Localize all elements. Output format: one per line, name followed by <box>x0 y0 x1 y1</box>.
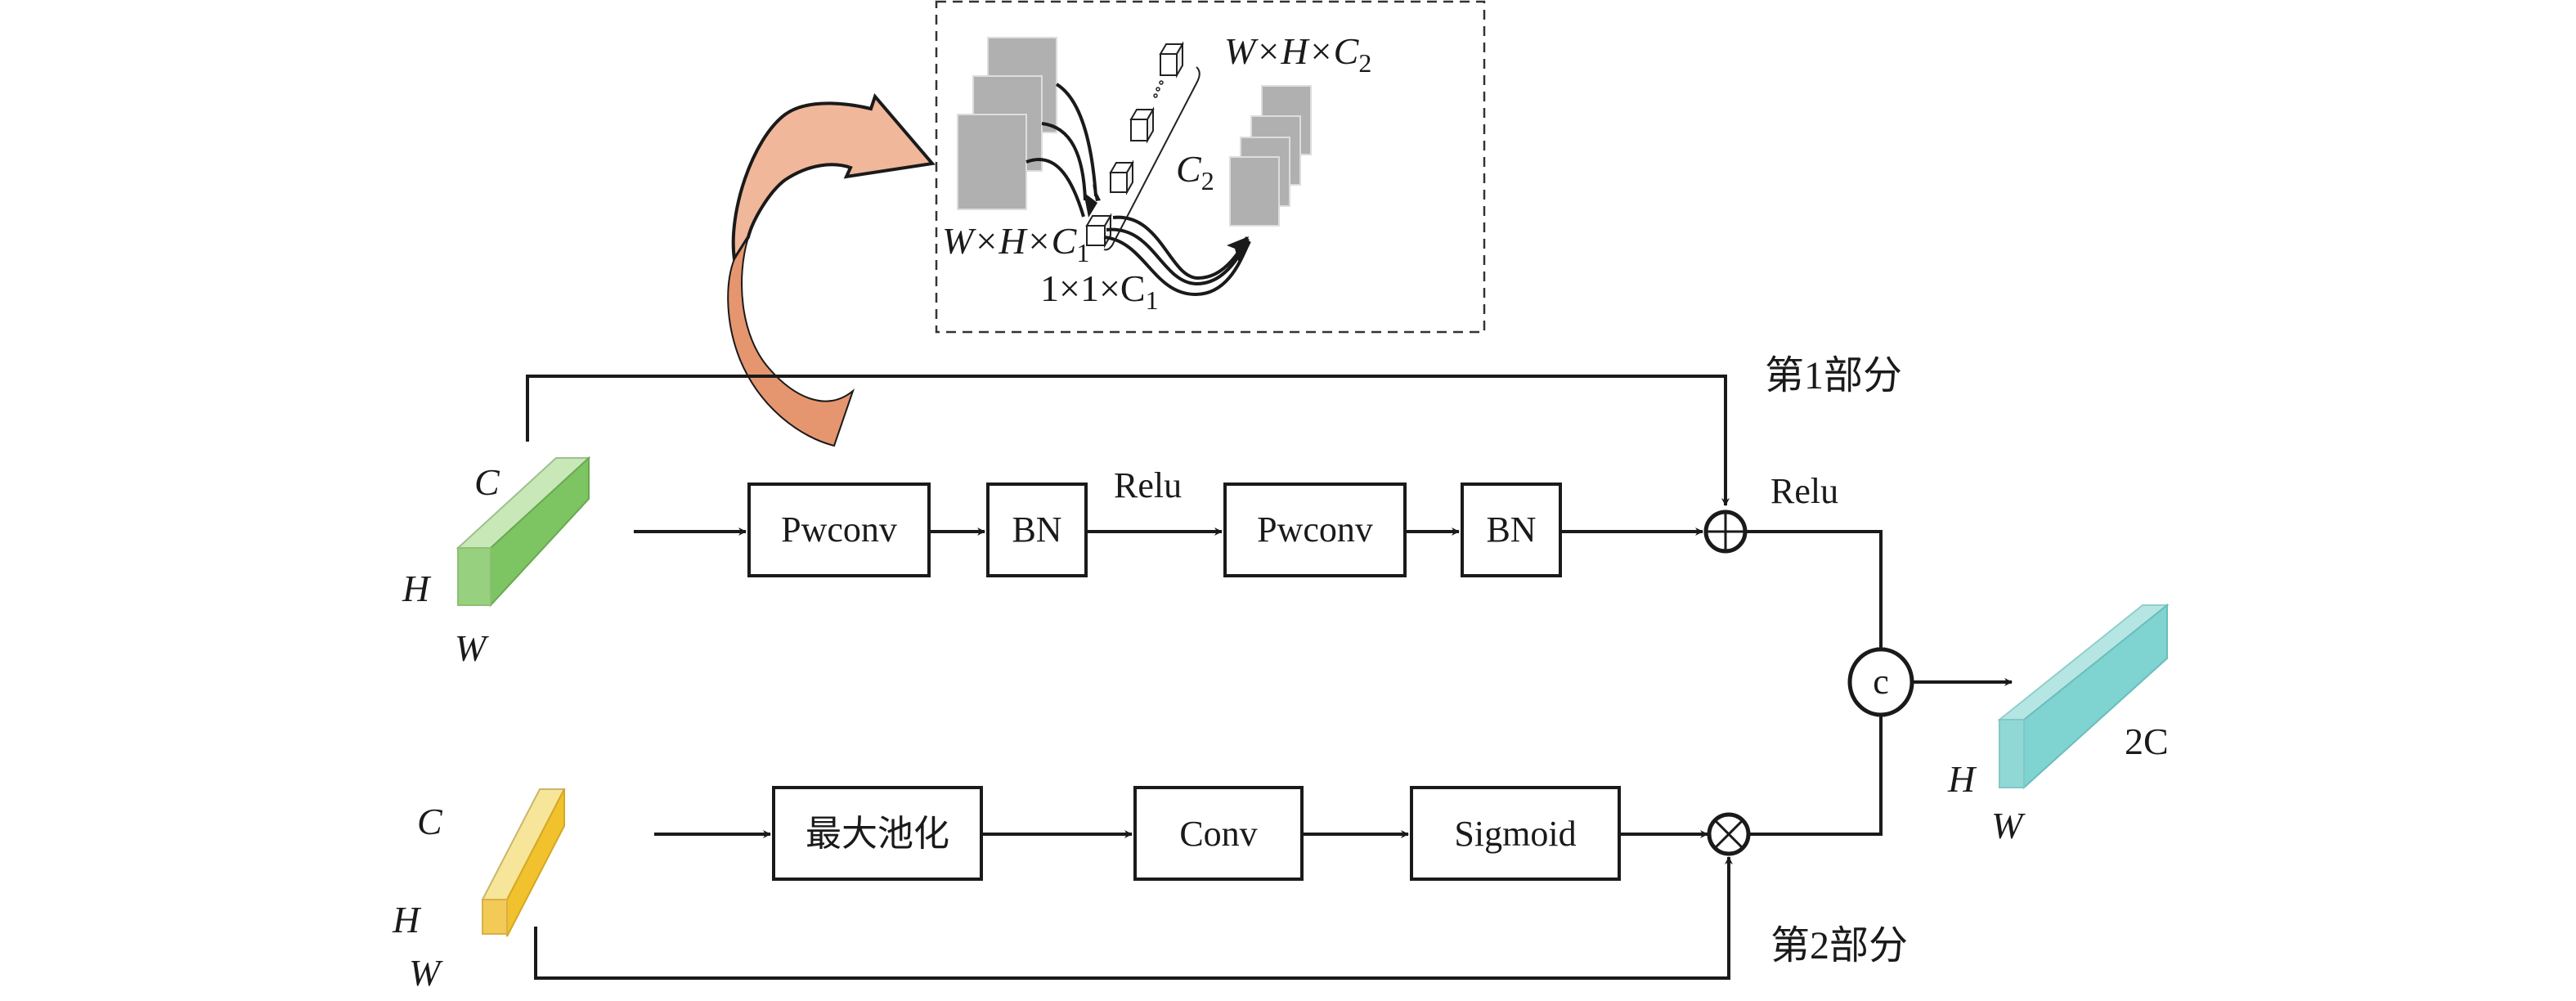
tensor-w-label: W <box>409 952 443 994</box>
arrowhead <box>1084 184 1101 218</box>
bn-label-1: BN <box>1012 509 1061 550</box>
input-tensor-part2 <box>481 788 566 937</box>
ellipsis-dot <box>1156 87 1160 92</box>
output-dims-label: W×H×C2 <box>1224 30 1371 78</box>
tensor-c-label: C <box>474 461 500 503</box>
skip-connection-part2 <box>534 856 1733 980</box>
output-feature-map <box>1229 156 1280 227</box>
concat-symbol: c <box>1873 662 1889 702</box>
part1-label: 第1部分 <box>1765 354 1902 397</box>
output-tensor <box>1997 603 2170 790</box>
pwconv-label-2: Pwconv <box>1257 509 1373 550</box>
flow-arrow <box>1103 236 1251 297</box>
conv-label: Conv <box>1179 814 1257 854</box>
add-node-icon <box>1703 509 1748 554</box>
flow-arrow <box>1745 530 1885 655</box>
multiply-node-icon <box>1707 812 1751 856</box>
tensor-h-label: H <box>392 899 422 940</box>
output-h-label: H <box>1947 758 1977 800</box>
tensor-h-label: H <box>402 568 432 609</box>
flow-arrow <box>1748 709 1885 836</box>
input-dims-label: W×H×C1 <box>942 220 1089 267</box>
relu-label-mid: Relu <box>1114 465 1182 505</box>
bn-block-2 <box>1461 483 1562 577</box>
pwconv-block-1 <box>747 483 931 577</box>
output-c-label: 2C <box>2125 720 2169 762</box>
concat-node: c <box>1847 647 1914 717</box>
kernel-cube <box>1129 106 1155 144</box>
tensor-c-label: C <box>417 801 443 842</box>
arrowhead <box>1227 236 1249 263</box>
flow-arrow <box>1025 157 1085 218</box>
output-w-label: W <box>1991 805 2026 846</box>
sigmoid-label: Sigmoid <box>1454 814 1576 854</box>
sigmoid-block <box>1410 786 1621 881</box>
bn-label-2: BN <box>1486 509 1536 550</box>
part2-branch: C H W 最大池化 Conv Sigmoid 第2部分 <box>392 709 1908 994</box>
input-tensor-part1 <box>456 456 591 608</box>
kernel-cube <box>1085 213 1112 249</box>
tensor-w-label: W <box>455 627 489 669</box>
maxpool-block <box>772 786 983 881</box>
channel-brace <box>1103 66 1200 251</box>
flow-arrow <box>1041 122 1087 201</box>
pwconv-block-2 <box>1223 483 1407 577</box>
bn-block-1 <box>986 483 1088 577</box>
zoom-in-curved-arrow <box>727 93 936 447</box>
relu-label-after-add: Relu <box>1770 471 1838 511</box>
pwconv-label-1: Pwconv <box>781 509 897 550</box>
inset-panel: W×H×C1 1×1×C1 C2 W×H×C2 <box>935 0 1486 334</box>
channels-label: C2 <box>1176 148 1214 195</box>
skip-connection-part1 <box>526 375 1730 506</box>
kernel-dims-label: 1×1×C1 <box>1040 267 1159 315</box>
flow-arrow <box>1055 83 1097 197</box>
ellipsis-dot <box>1159 80 1164 85</box>
kernel-cube <box>1159 41 1184 79</box>
ellipsis-dot <box>1153 93 1158 98</box>
part2-label: 第2部分 <box>1770 924 1908 967</box>
maxpool-label: 最大池化 <box>806 814 949 854</box>
part1-branch: C H W 第1部分 Pwconv BN Relu Pwconv BN Relu <box>402 354 1902 669</box>
input-feature-map <box>957 114 1027 210</box>
kernel-cube <box>1109 159 1134 195</box>
